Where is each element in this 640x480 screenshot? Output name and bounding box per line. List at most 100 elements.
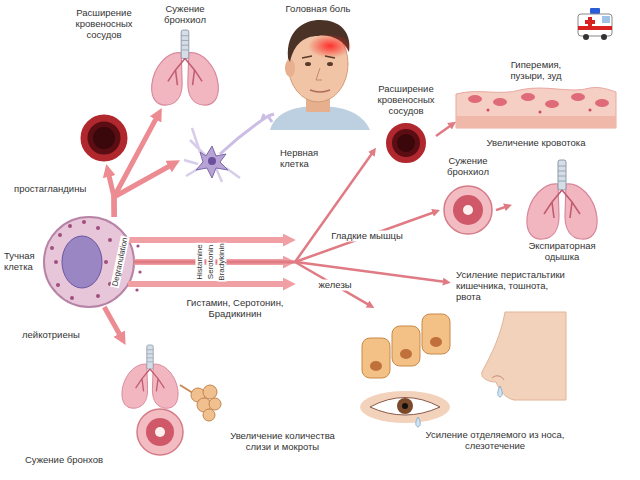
node-caption: Сужение бронхиол <box>440 156 496 178</box>
mast-cell <box>70 296 74 300</box>
label-holder: железы <box>316 280 353 291</box>
eye <box>416 417 421 427</box>
ambulance-icon <box>585 17 595 27</box>
illustration-node: Расширение кровеносных сосудов <box>376 84 436 168</box>
nerve-cell <box>184 114 274 182</box>
label-holder: Гистамин, Серотонин, Брадикинин <box>175 298 295 320</box>
eye <box>402 403 408 409</box>
head-figure <box>305 62 311 66</box>
mast-cell <box>54 260 58 264</box>
lungs <box>527 160 597 239</box>
bronchus-section <box>146 418 174 446</box>
nerve-cell <box>208 157 216 165</box>
mast-cell <box>108 238 112 242</box>
mast-cell <box>44 217 142 307</box>
caption-holder: Усиление отделяемого из носа, слезотечен… <box>425 430 565 452</box>
illustration-node: Гиперемия, пузыри, зудУвеличение кровото… <box>456 60 616 152</box>
mediator-arrows <box>128 281 288 287</box>
eye <box>397 398 413 414</box>
annotation-label: простагландины <box>14 184 86 195</box>
head-figure <box>327 62 333 66</box>
mast-cell <box>135 288 138 291</box>
skin-patch <box>493 98 507 106</box>
annotation-label: Усиление перистальтики кишечника, тошнот… <box>456 270 568 303</box>
ambulance-icon <box>602 16 610 23</box>
eye <box>360 391 450 423</box>
caption-holder: Сужение бронхиол <box>153 4 217 26</box>
caption-holder: Тучная клетка <box>4 251 41 273</box>
caption-holder: Головная боль <box>262 4 374 15</box>
label-holder: Гладкие мышцы <box>329 231 405 242</box>
ambulance-icon <box>578 14 612 36</box>
alveoli <box>203 385 217 399</box>
ambulance-icon <box>578 26 612 30</box>
ambulance-icon <box>583 34 589 40</box>
gland-cells <box>362 314 450 378</box>
skin-patch <box>468 95 482 103</box>
alveoli <box>209 398 221 410</box>
gland-cells <box>370 361 382 371</box>
bronchus-section <box>137 409 183 455</box>
label-holder: простагландины <box>14 184 86 195</box>
node-caption: Экспираторная одышка <box>512 241 612 263</box>
caption-holder: Нервная клетка <box>280 148 332 170</box>
skin-patch <box>545 100 559 108</box>
head-figure <box>316 68 322 80</box>
arrow-connector <box>134 212 435 262</box>
node-caption: Головная боль <box>262 4 374 15</box>
caption-holder: Расширение кровеносных сосудов <box>376 84 436 117</box>
arrow-connector <box>436 124 452 136</box>
caption-holder: Сужение бронхов <box>25 455 125 466</box>
mast-cell <box>82 220 86 224</box>
caption-holder: Degranulation <box>110 236 130 289</box>
face-profile <box>482 312 566 400</box>
label-holder: лейкотриены <box>22 330 80 341</box>
node-caption: Сужение бронхов <box>25 455 125 466</box>
bronchus-section <box>137 409 183 455</box>
head-figure <box>308 34 352 58</box>
mediator-arrows <box>128 237 288 243</box>
annotation-label: Histamine <box>195 243 204 281</box>
mast-cell <box>56 283 60 287</box>
face-profile <box>498 386 503 397</box>
skin-patch <box>456 116 616 128</box>
arrow-connector <box>114 164 173 217</box>
label-holder: Усиление перистальтики кишечника, тошнот… <box>456 270 568 303</box>
arrow-connector <box>134 152 373 262</box>
mast-cell <box>96 294 100 298</box>
mast-cell <box>44 217 134 307</box>
bronchiole-section <box>453 195 483 225</box>
bronchiole-section <box>444 186 492 234</box>
eye <box>360 391 450 427</box>
alveoli <box>203 409 215 421</box>
caption-holder: Экспираторная одышка <box>512 241 612 263</box>
illustration-node: Усиление отделяемого из носа, слезотечен… <box>355 308 570 458</box>
nerve-cell <box>220 114 274 154</box>
arrow-connector <box>114 115 158 217</box>
annotation-label: Bradykinin <box>217 242 226 281</box>
head-figure <box>302 56 335 58</box>
face-profile <box>482 312 566 400</box>
face-profile <box>492 376 504 380</box>
head-figure <box>310 90 330 92</box>
gland-cells <box>392 326 420 366</box>
skin-patch <box>456 87 616 128</box>
caption-holder: Расширение кровеносных сосудов <box>66 8 142 41</box>
node-caption: Увеличение количества слизи и мокроты <box>225 431 340 453</box>
head-figure <box>270 20 370 130</box>
mast-cell <box>138 270 141 273</box>
label-holder: Serotonin <box>206 244 215 280</box>
ambulance-icon <box>578 8 612 40</box>
node-caption: Тучная клетка <box>4 251 41 273</box>
skin-patch <box>456 87 616 128</box>
caption-holder: Увеличение количества слизи и мокроты <box>225 431 340 453</box>
illustration-node: Головная боль <box>262 4 374 132</box>
caption-holder: Увеличение кровотока <box>456 138 616 149</box>
mast-cell <box>68 224 72 228</box>
bronchus-section <box>155 427 165 437</box>
blood-vessel <box>389 126 423 160</box>
skin-patch <box>487 109 490 112</box>
edge-label: железы <box>316 280 353 291</box>
